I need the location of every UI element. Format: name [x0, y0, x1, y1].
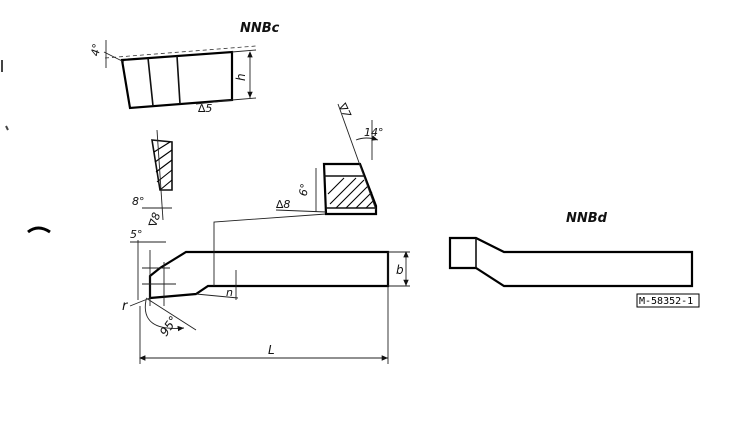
radius-leader — [129, 297, 151, 307]
view-nnbd: NNBd — [448, 211, 694, 288]
nnbc-ext-top — [231, 49, 257, 53]
section-angle-ray — [337, 103, 377, 211]
main-angle-side: 5° — [130, 228, 143, 241]
section-angle-left: 6° — [297, 183, 312, 198]
main-angle-top: 8° — [132, 195, 145, 208]
stamp-code: M-58352-1 — [639, 296, 693, 307]
nnbd-title: NNBd — [566, 211, 608, 226]
main-roughness-left: ∇8 — [146, 211, 163, 230]
section-roughness-top: ∇7 — [335, 100, 353, 119]
scan-artifacts — [1, 60, 51, 234]
stamp-box — [636, 293, 700, 308]
section-roughness-leader — [275, 209, 327, 213]
section-angle-right: 14° — [364, 126, 384, 139]
offset-ext — [195, 293, 239, 299]
main-offset-label: n — [226, 286, 233, 299]
angle-95-ray — [145, 297, 197, 331]
section-roughness: ∆8 — [275, 198, 290, 211]
main-insert-section — [151, 139, 173, 191]
section-angle-arc — [355, 135, 379, 141]
nnbc-roughness-leader — [195, 99, 233, 105]
shank-outline — [148, 250, 390, 300]
shank-top-ref — [213, 213, 327, 252]
nnbc-height-label: h — [234, 73, 248, 81]
nnbc-title: NNBc — [240, 21, 280, 36]
view-section: ∇7 14° 6° ∆8 — [275, 100, 384, 216]
main-length-label: L — [268, 343, 275, 357]
nnbd-outline — [448, 236, 694, 288]
main-width-label: b — [396, 263, 404, 277]
nnbc-inner-line-1 — [147, 57, 154, 107]
main-radius-label: r — [122, 299, 129, 314]
nnbc-angle-label: 4° — [89, 43, 104, 58]
nnbc-inner-line-2 — [176, 55, 181, 105]
main-insert-axis — [156, 129, 164, 221]
view-main-tool: 8° ∇8 5° r 95° n b — [122, 129, 410, 364]
nnbc-angle-line — [103, 51, 125, 63]
nnbc-ext-bottom — [231, 97, 257, 101]
section-hatch — [327, 177, 375, 209]
main-angle-bottom: 95° — [157, 313, 181, 338]
nnbc-top-ref — [104, 45, 257, 59]
main-insert-hatch — [153, 141, 173, 191]
view-nnbc: NNBc h 4° ∆5 — [89, 21, 280, 115]
drawing-stamp: M-58352-1 — [636, 293, 700, 308]
nnbc-roughness: ∆5 — [197, 102, 212, 115]
angle-95-arc — [144, 299, 185, 332]
